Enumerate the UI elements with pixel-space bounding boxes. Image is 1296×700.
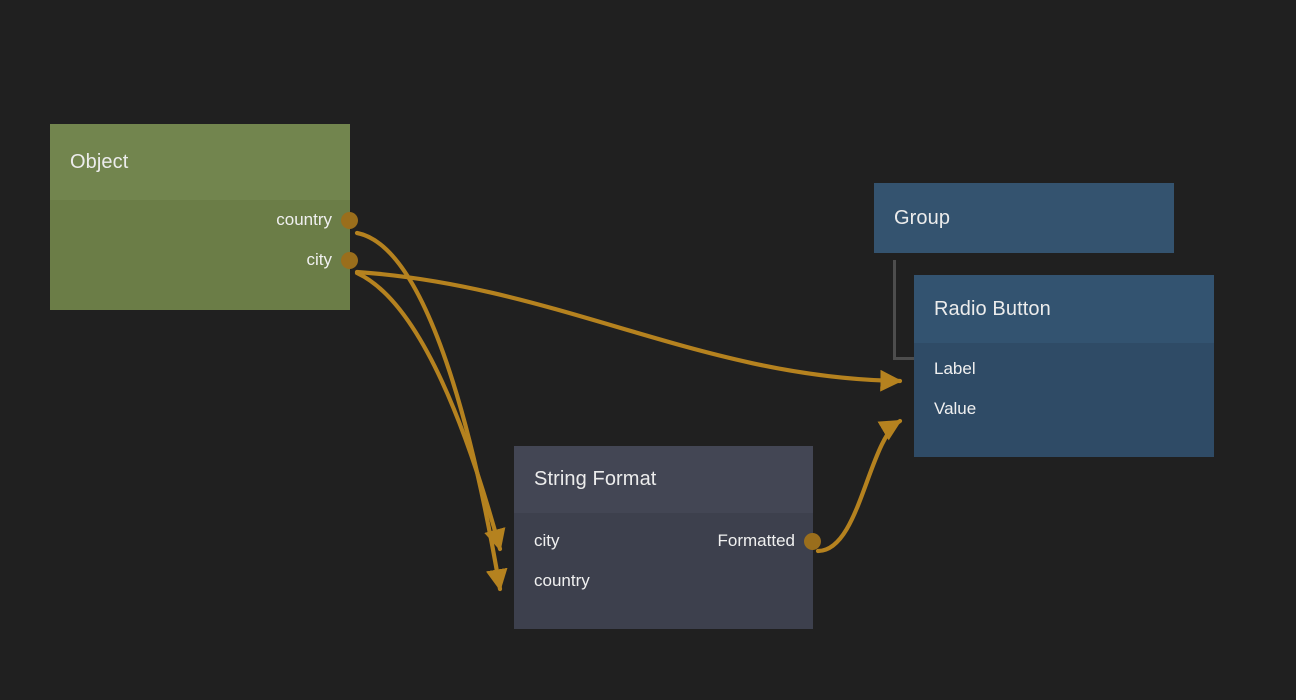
- input-port-country[interactable]: country: [534, 569, 590, 593]
- input-port-city-label: city: [534, 531, 560, 550]
- node-string-format-header[interactable]: String Format: [514, 446, 813, 513]
- node-radio-button-header[interactable]: Radio Button: [914, 275, 1214, 343]
- output-port-city-label: city: [306, 250, 333, 269]
- edge-formatted-to-radio-value: [815, 418, 903, 554]
- output-port-formatted[interactable]: Formatted: [718, 529, 795, 553]
- input-port-label[interactable]: Label: [934, 357, 976, 381]
- output-port-country[interactable]: country: [276, 208, 332, 232]
- edge-city-to-radio-label: [354, 269, 903, 392]
- node-radio-button-title: Radio Button: [934, 297, 1051, 320]
- node-string-format-body: city country Formatted: [514, 513, 821, 629]
- input-port-city[interactable]: city: [534, 529, 560, 553]
- output-port-formatted-label: Formatted: [717, 531, 795, 550]
- node-object-title: Object: [70, 150, 129, 173]
- node-object-header[interactable]: Object: [50, 124, 350, 200]
- node-string-format[interactable]: String Format city country Formatted: [514, 446, 821, 629]
- node-radio-button[interactable]: Radio Button Label Value: [914, 275, 1214, 457]
- input-port-label-label: Label: [934, 359, 976, 378]
- input-port-value[interactable]: Value: [934, 397, 976, 421]
- output-port-country-dot[interactable]: [341, 212, 358, 229]
- group-bracket-connector: [893, 260, 921, 360]
- edge-city-to-strfmt-city: [354, 270, 506, 552]
- node-object[interactable]: Object country city: [50, 124, 358, 310]
- node-object-body: country city: [50, 200, 358, 310]
- node-group[interactable]: Group: [874, 183, 1174, 253]
- input-port-country-label: country: [534, 571, 590, 590]
- output-port-country-label: country: [276, 210, 332, 229]
- output-port-city-dot[interactable]: [341, 252, 358, 269]
- node-radio-button-body: Label Value: [914, 343, 1214, 457]
- output-port-city[interactable]: city: [307, 248, 333, 272]
- output-port-formatted-dot[interactable]: [804, 533, 821, 550]
- node-group-header[interactable]: Group: [874, 183, 1174, 253]
- node-string-format-title: String Format: [534, 468, 657, 490]
- node-group-title: Group: [894, 206, 951, 229]
- input-port-value-label: Value: [934, 399, 977, 418]
- edge-country-to-strfmt-country: [354, 230, 508, 592]
